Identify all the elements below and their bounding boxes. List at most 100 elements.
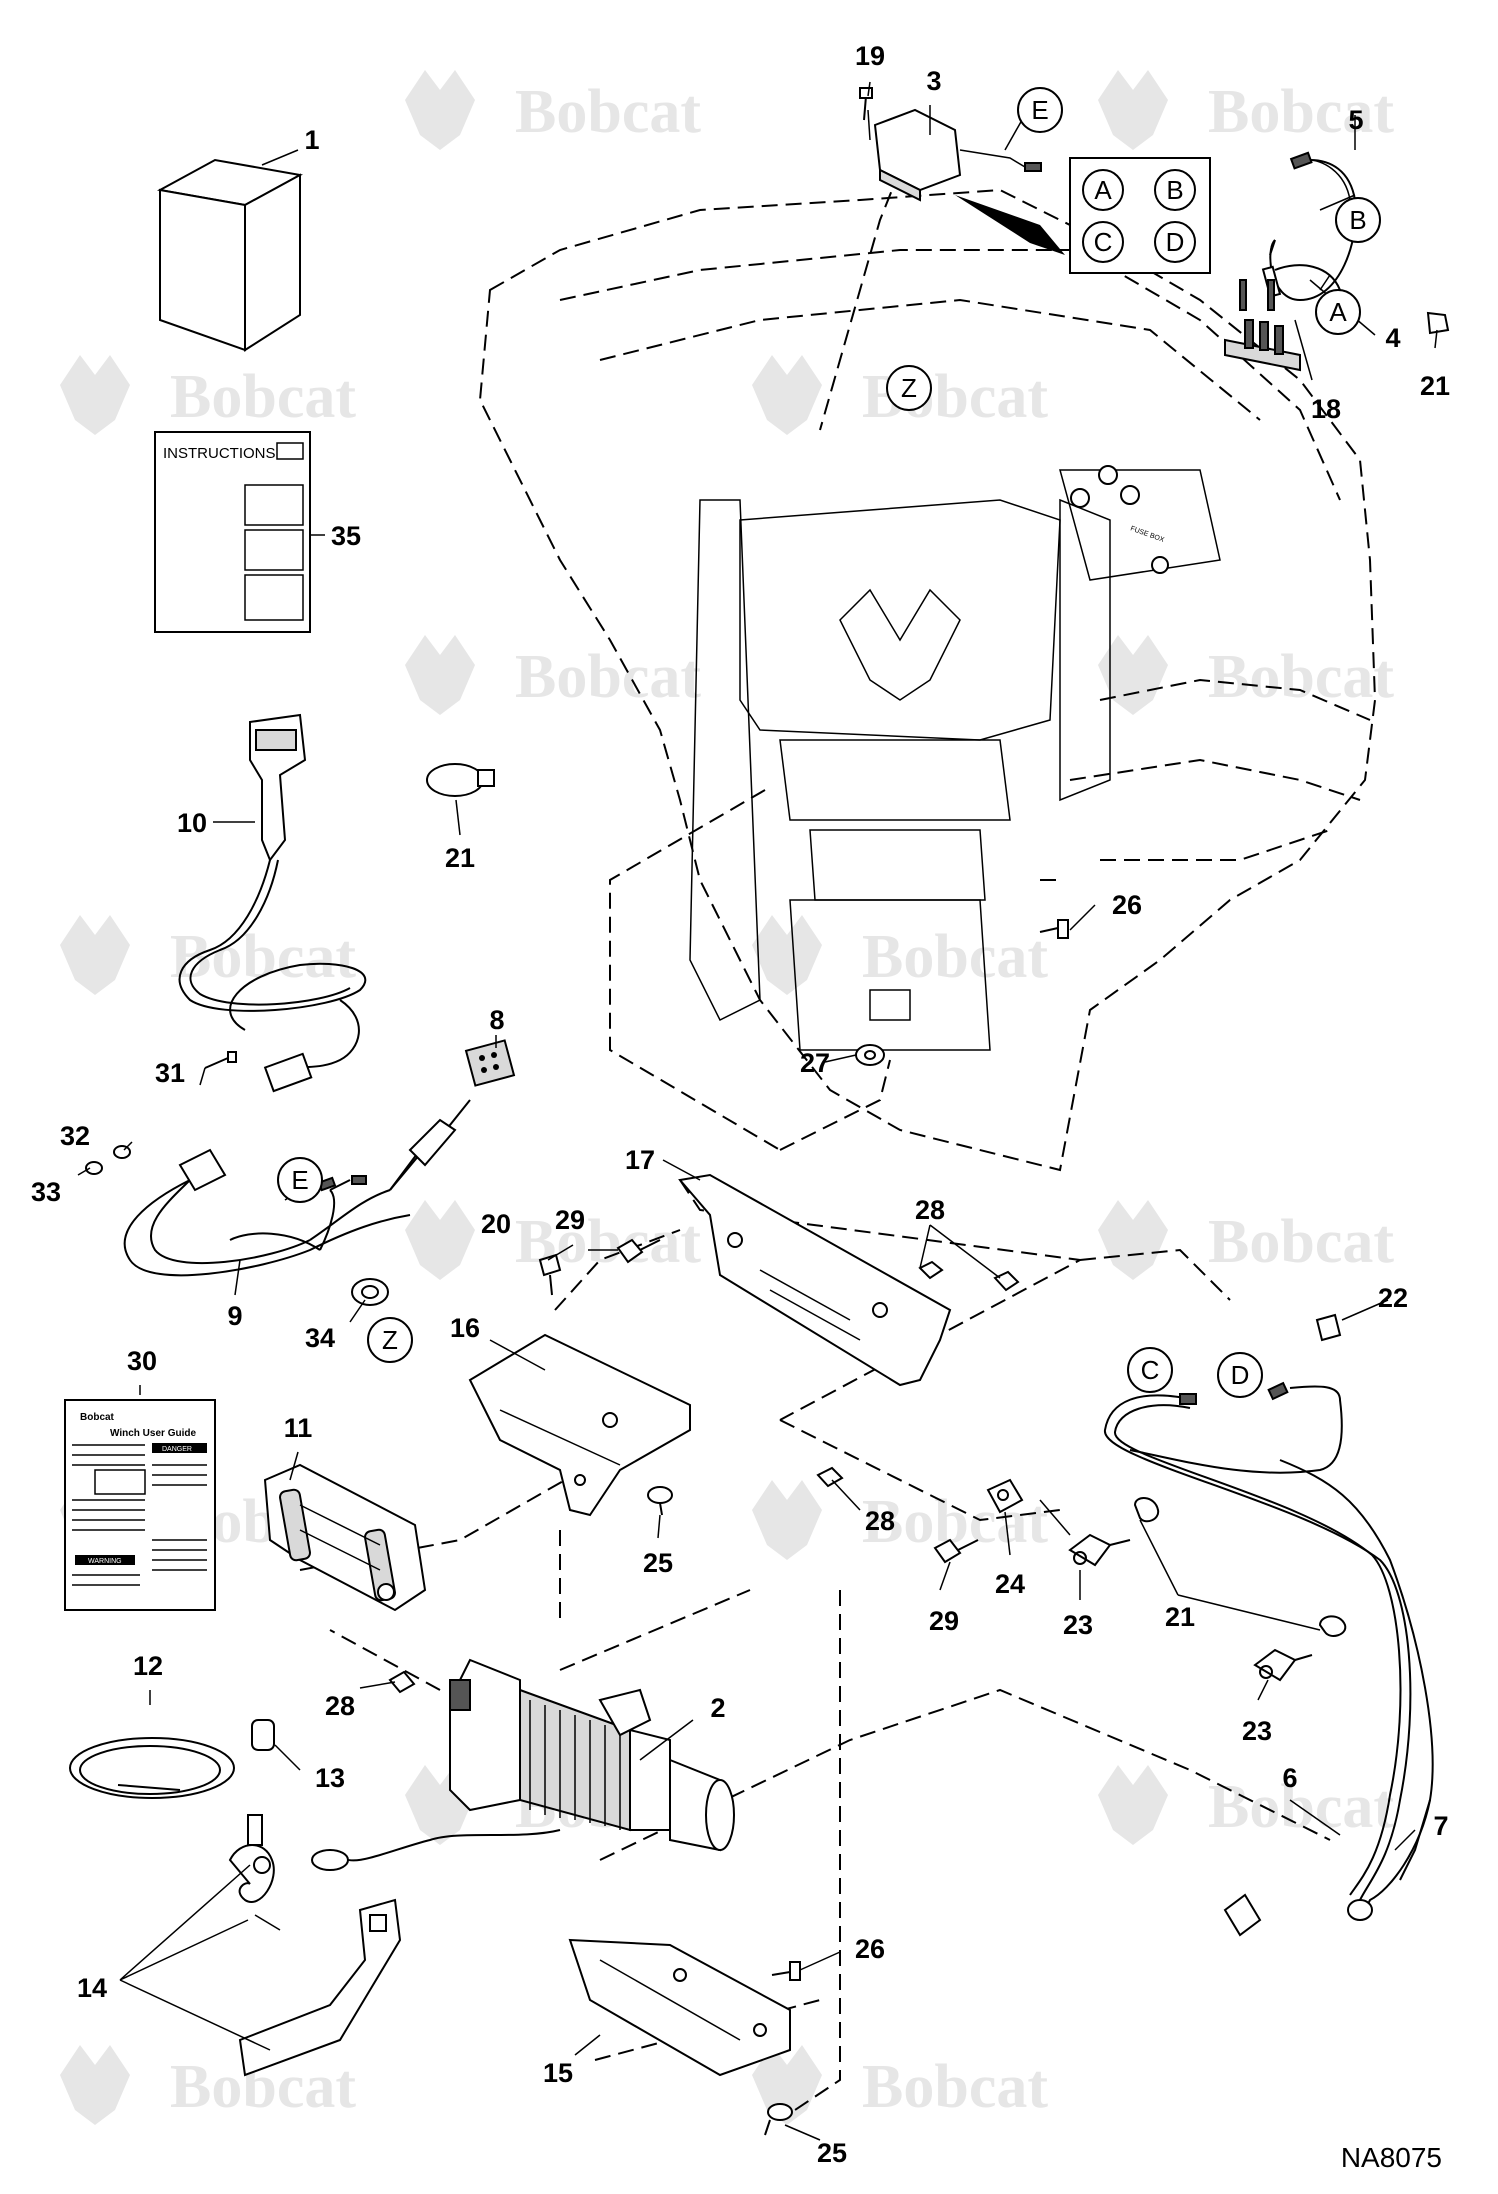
machine-front-outline: FUSE BOX <box>478 188 1377 1172</box>
callout-25a: 25 <box>643 1548 673 1578</box>
connector-c-label: C <box>1094 227 1113 257</box>
guide-danger-label: DANGER <box>162 1446 192 1453</box>
circle-ref-b: B <box>1335 197 1381 243</box>
callout-1: 1 <box>304 125 319 155</box>
instructions-sheet: INSTRUCTIONS <box>154 431 311 633</box>
bobcat-watermark: Bobcat <box>752 1480 1048 1560</box>
fuse-box-label: FUSE BOX <box>1129 525 1165 544</box>
bobcat-watermark: Bobcat <box>60 2045 356 2125</box>
connector-d-label: D <box>1166 227 1185 257</box>
svg-text:E: E <box>1031 95 1048 125</box>
callout-14: 14 <box>77 1973 107 2003</box>
callout-12: 12 <box>133 1651 163 1681</box>
clamp-21-right <box>1318 1615 1347 1637</box>
roller-fairlead <box>263 1463 427 1612</box>
circle-ref-d: D <box>1217 1352 1263 1398</box>
winch-user-guide: Bobcat Winch User Guide DANGER WARNING <box>64 1399 216 1611</box>
circle-ref-z-top: Z <box>886 365 932 411</box>
leader-lines <box>77 81 1438 2141</box>
callout-23b: 23 <box>1242 1716 1272 1746</box>
callout-21a: 21 <box>1420 371 1450 401</box>
svg-text:Bobcat: Bobcat <box>862 923 1048 991</box>
svg-text:Bobcat: Bobcat <box>862 2053 1048 2121</box>
connector-c-marker <box>1082 221 1124 263</box>
connector-b-marker <box>1154 169 1196 211</box>
callout-33: 33 <box>31 1177 61 1207</box>
callout-15: 15 <box>543 2058 573 2088</box>
guide-warning-label: WARNING <box>88 1558 122 1565</box>
cable-tie <box>426 763 495 797</box>
bolt-29-lower <box>933 1538 979 1564</box>
circle-ref-e-top: E <box>1017 87 1063 133</box>
terminal-arrow <box>955 195 1065 255</box>
handheld-remote <box>178 713 367 1093</box>
svg-text:Bobcat: Bobcat <box>515 643 701 711</box>
callout-9: 9 <box>227 1301 242 1331</box>
bobcat-watermark: Bobcat <box>405 635 701 715</box>
circle-ref-e-left: E <box>277 1157 323 1203</box>
bobcat-watermark: Bobcat <box>60 355 356 435</box>
svg-text:Bobcat: Bobcat <box>1208 1208 1394 1276</box>
terminal-post <box>1151 556 1169 574</box>
nut-33 <box>85 1161 103 1175</box>
callout-24: 24 <box>995 1569 1025 1599</box>
svg-text:B: B <box>1349 205 1366 235</box>
clamp-24 <box>986 1478 1024 1514</box>
connector-a-marker <box>1082 169 1124 211</box>
callout-labels: 1 2 3 4 5 6 7 8 9 10 11 12 13 14 15 16 1… <box>31 41 1450 2168</box>
bolt-19 <box>859 87 873 121</box>
clamp-21-left <box>1133 1497 1160 1523</box>
callout-7: 7 <box>1433 1811 1448 1841</box>
bobcat-watermark: Bobcat <box>1098 1765 1394 1845</box>
callout-6: 6 <box>1282 1763 1297 1793</box>
bolt-29-upper <box>616 1238 661 1264</box>
bobcat-watermark: Bobcat <box>1098 70 1394 150</box>
cable-tie-clip-top <box>1426 311 1450 335</box>
cable-mount-23-left <box>1068 1533 1131 1567</box>
circle-ref-c: C <box>1127 1347 1173 1393</box>
callout-13: 13 <box>315 1763 345 1793</box>
callout-4: 4 <box>1385 323 1400 353</box>
callout-25b: 25 <box>817 2138 847 2168</box>
bolt-20 <box>538 1253 562 1296</box>
svg-text:Z: Z <box>382 1325 398 1355</box>
power-cable-assembly <box>1103 1381 1434 1937</box>
callout-20: 20 <box>481 1209 511 1239</box>
grommet <box>351 1278 389 1306</box>
instructions-title: INSTRUCTIONS <box>163 445 276 462</box>
callout-2: 2 <box>710 1693 725 1723</box>
callout-16: 16 <box>450 1313 480 1343</box>
svg-text:Bobcat: Bobcat <box>1208 78 1394 146</box>
connector-d-marker <box>1154 221 1196 263</box>
callout-26a: 26 <box>1112 890 1142 920</box>
callout-32: 32 <box>60 1121 90 1151</box>
bobcat-watermark: Bobcat <box>1098 1200 1394 1280</box>
nut-28-d <box>388 1670 416 1694</box>
bobcat-watermark: Bobcat <box>1098 635 1394 715</box>
connector-legend-grid: A B C D <box>1069 157 1211 274</box>
circle-ref-a: A <box>1315 289 1361 335</box>
terminal-post <box>1070 488 1090 508</box>
bolt-25-lower <box>764 2103 793 2136</box>
nut-28-c <box>816 1466 844 1488</box>
winch-support-bracket <box>568 1938 791 2077</box>
ferrule-sleeve <box>251 1719 275 1751</box>
svg-text:Z: Z <box>901 373 917 403</box>
callout-28c: 28 <box>325 1691 355 1721</box>
callout-26b: 26 <box>855 1934 885 1964</box>
callout-28a: 28 <box>915 1195 945 1225</box>
svg-text:D: D <box>1231 1360 1250 1390</box>
bobcat-watermark: Bobcat <box>752 2045 1048 2125</box>
svg-text:Bobcat: Bobcat <box>170 363 356 431</box>
guide-title: Winch User Guide <box>110 1428 196 1439</box>
circle-ref-z-bottom: Z <box>367 1317 413 1363</box>
terminal-post <box>1120 485 1140 505</box>
callout-29a: 29 <box>555 1205 585 1235</box>
bobcat-watermark: Bobcat <box>405 70 701 150</box>
bolt-26-lower <box>771 1961 801 1981</box>
svg-text:Bobcat: Bobcat <box>1208 643 1394 711</box>
callout-30: 30 <box>127 1346 157 1376</box>
screw-31 <box>204 1051 237 1069</box>
callout-18: 18 <box>1311 394 1341 424</box>
